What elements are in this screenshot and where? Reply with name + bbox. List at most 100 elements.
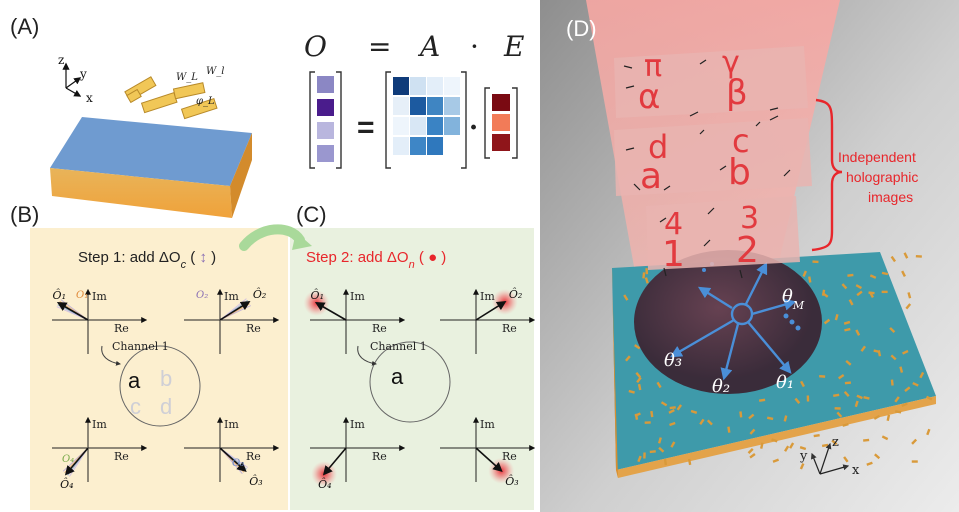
panel-label-d: (D) bbox=[566, 16, 597, 41]
output-vector bbox=[219, 300, 251, 321]
nanobrick bbox=[687, 458, 692, 466]
hologram-speckles bbox=[623, 59, 791, 279]
theta-m-label: θM bbox=[782, 286, 805, 312]
re-label: Re bbox=[502, 322, 517, 335]
nanobrick bbox=[783, 415, 788, 422]
nanobrick bbox=[863, 438, 870, 442]
equation-lhs: O bbox=[304, 30, 327, 63]
matrix-a-cell bbox=[393, 117, 409, 135]
letter-d-faded: d bbox=[160, 394, 172, 419]
matrix-a-cell bbox=[410, 137, 426, 155]
nanobrick bbox=[799, 463, 805, 470]
nanobrick bbox=[658, 446, 665, 453]
nanobrick bbox=[890, 379, 894, 386]
output-vector bbox=[219, 447, 247, 473]
nanobrick bbox=[628, 389, 635, 394]
letter-a-c: a bbox=[391, 364, 404, 389]
nanobrick bbox=[833, 393, 840, 397]
nanobrick bbox=[926, 428, 931, 436]
layer-bracket bbox=[811, 98, 843, 252]
nanobrick bbox=[748, 413, 755, 420]
nanobrick bbox=[813, 433, 820, 438]
nanobrick bbox=[789, 442, 795, 449]
nanobrick bbox=[901, 270, 906, 277]
nanobrick bbox=[670, 441, 676, 448]
speckle-dash bbox=[699, 129, 705, 135]
layer1-glyph: γ bbox=[722, 45, 740, 80]
nanobrick bbox=[860, 345, 867, 352]
nanobrick bbox=[634, 344, 641, 350]
equation-e: E bbox=[503, 30, 524, 63]
channel-circle-c bbox=[369, 341, 451, 423]
matrix-a bbox=[385, 71, 467, 169]
step2-title: Step 2: add ΔOn ( ● ) bbox=[306, 249, 446, 271]
nanobrick bbox=[834, 407, 841, 410]
layer1-glyph: π bbox=[644, 49, 662, 84]
layer2-glyph: d bbox=[648, 128, 668, 166]
nanobrick bbox=[650, 410, 654, 418]
hologram-layer-2: d c a b bbox=[614, 118, 812, 197]
layer1-glyph: β bbox=[726, 73, 748, 113]
nanobrick bbox=[812, 260, 819, 264]
im-label: Im bbox=[92, 418, 107, 431]
nanobrick bbox=[642, 272, 646, 279]
nanobrick bbox=[881, 435, 889, 441]
nanobrick bbox=[657, 437, 662, 444]
nanobrick bbox=[855, 329, 861, 336]
nanobrick bbox=[669, 406, 676, 410]
nanobrick bbox=[676, 404, 683, 411]
theta-2-label: θ₂ bbox=[712, 376, 730, 397]
im-label: Im bbox=[350, 290, 365, 303]
matrix-o-cell bbox=[317, 99, 334, 116]
matrix-bracket-right bbox=[512, 87, 518, 159]
matrix-bracket-right bbox=[461, 71, 467, 169]
speckle-dash bbox=[625, 147, 635, 151]
nanobrick bbox=[874, 453, 881, 460]
vector-label: Ô₄ bbox=[318, 477, 331, 491]
im-label: Im bbox=[350, 418, 365, 431]
axis-x-label-d: x bbox=[852, 463, 860, 478]
transition-arrow-head bbox=[292, 232, 312, 250]
speckle-dash bbox=[663, 185, 671, 191]
nanobrick bbox=[901, 402, 908, 408]
axis-z-label: z bbox=[58, 53, 64, 67]
equation-a: A bbox=[417, 30, 440, 63]
axis-y-label: y bbox=[79, 67, 87, 81]
im-label: Im bbox=[480, 418, 495, 431]
nanobrick bbox=[739, 411, 743, 418]
im-label: Im bbox=[480, 290, 495, 303]
nanobrick bbox=[690, 409, 698, 414]
nanobrick bbox=[794, 397, 801, 404]
nanobrick bbox=[637, 383, 642, 391]
nanobrick bbox=[836, 411, 843, 418]
nanobrick bbox=[868, 291, 874, 299]
nanobrick bbox=[926, 395, 933, 401]
axis-x-label: x bbox=[86, 91, 93, 105]
nanobrick bbox=[831, 439, 838, 446]
nanobrick bbox=[855, 284, 863, 290]
matrix-o-cell bbox=[317, 122, 334, 139]
matrix-a-cell bbox=[410, 77, 426, 95]
layer2-glyph: c bbox=[732, 122, 750, 160]
nanobrick bbox=[844, 327, 851, 332]
nanobrick bbox=[656, 381, 662, 389]
nanobrick bbox=[663, 458, 668, 466]
vector-label: Ô₁ bbox=[311, 288, 324, 302]
hologram-layer-1: π γ α β bbox=[614, 45, 808, 118]
nanobrick bbox=[623, 294, 629, 301]
nanobrick bbox=[894, 396, 900, 403]
original-vector-label: O₂ bbox=[196, 290, 208, 301]
im-label: Im bbox=[92, 290, 107, 303]
matrix-bracket-right bbox=[336, 71, 342, 169]
nanobrick bbox=[660, 401, 668, 407]
matrix-bracket-left bbox=[484, 87, 490, 159]
output-vector bbox=[314, 302, 347, 321]
nanobrick bbox=[890, 255, 897, 263]
nanobrick bbox=[834, 313, 839, 321]
nanobrick bbox=[823, 318, 831, 325]
nanobrick bbox=[890, 354, 897, 361]
annotation-line-3: images bbox=[868, 189, 913, 205]
nanobrick bbox=[625, 355, 631, 362]
